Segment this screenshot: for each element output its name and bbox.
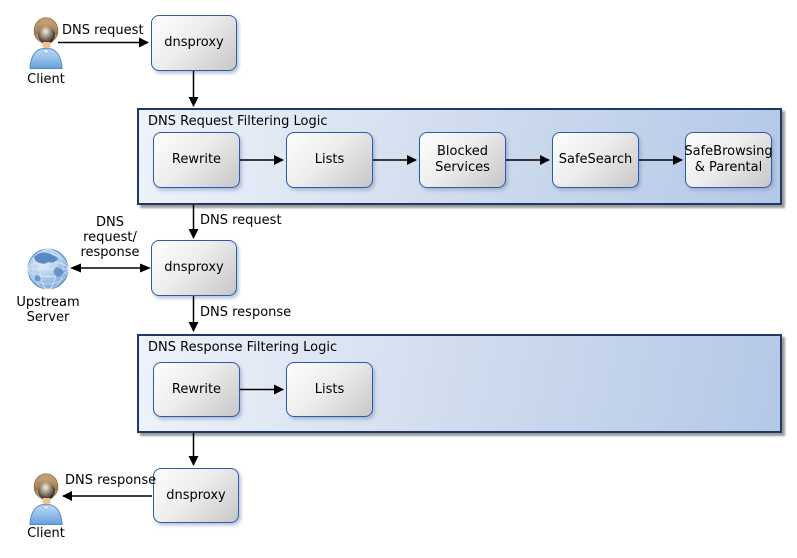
node-safebrowsing-parental: SafeBrowsing & Parental	[684, 132, 773, 188]
client-label-top: Client	[27, 72, 65, 87]
edge-label-line: response	[80, 245, 140, 260]
globe-icon	[27, 248, 69, 290]
edge-label-dns-response-mid: DNS response	[200, 305, 292, 320]
upstream-server-actor	[26, 247, 70, 295]
node-rewrite-response: Rewrite	[153, 362, 240, 417]
upstream-server-label: Upstream Server	[16, 295, 80, 325]
user-icon	[29, 17, 63, 70]
edge-label-upstream-link: DNS request/ response	[77, 215, 143, 260]
edge-label-dns-request-mid: DNS request	[200, 213, 282, 228]
client-actor-bottom	[27, 469, 65, 531]
user-icon	[29, 473, 63, 526]
edge-label-dns-response-bottom: DNS response	[65, 473, 157, 488]
edge-label-line: DNS	[96, 215, 124, 230]
container-title: DNS Response Filtering Logic	[148, 340, 338, 355]
client-actor-top	[27, 13, 65, 75]
node-rewrite-request: Rewrite	[153, 132, 240, 188]
node-safesearch: SafeSearch	[552, 132, 639, 188]
edge-label-line: request/	[83, 230, 137, 245]
node-dnsproxy-3: dnsproxy	[153, 468, 239, 523]
edge-label-dns-request-top: DNS request	[62, 23, 144, 38]
container-dns-response-filtering: DNS Response Filtering Logic Rewrite Lis…	[137, 334, 782, 433]
arrowhead-left	[70, 263, 81, 273]
container-title: DNS Request Filtering Logic	[148, 114, 328, 129]
arrowhead-right	[140, 263, 151, 273]
node-lists-response: Lists	[286, 362, 373, 417]
node-dnsproxy-2: dnsproxy	[151, 240, 237, 296]
container-dns-request-filtering: DNS Request Filtering Logic Rewrite List…	[137, 108, 782, 205]
client-label-bottom: Client	[27, 526, 65, 541]
node-blocked-services: Blocked Services	[419, 132, 506, 188]
node-lists-request: Lists	[286, 132, 373, 188]
node-dnsproxy-1: dnsproxy	[151, 15, 237, 71]
